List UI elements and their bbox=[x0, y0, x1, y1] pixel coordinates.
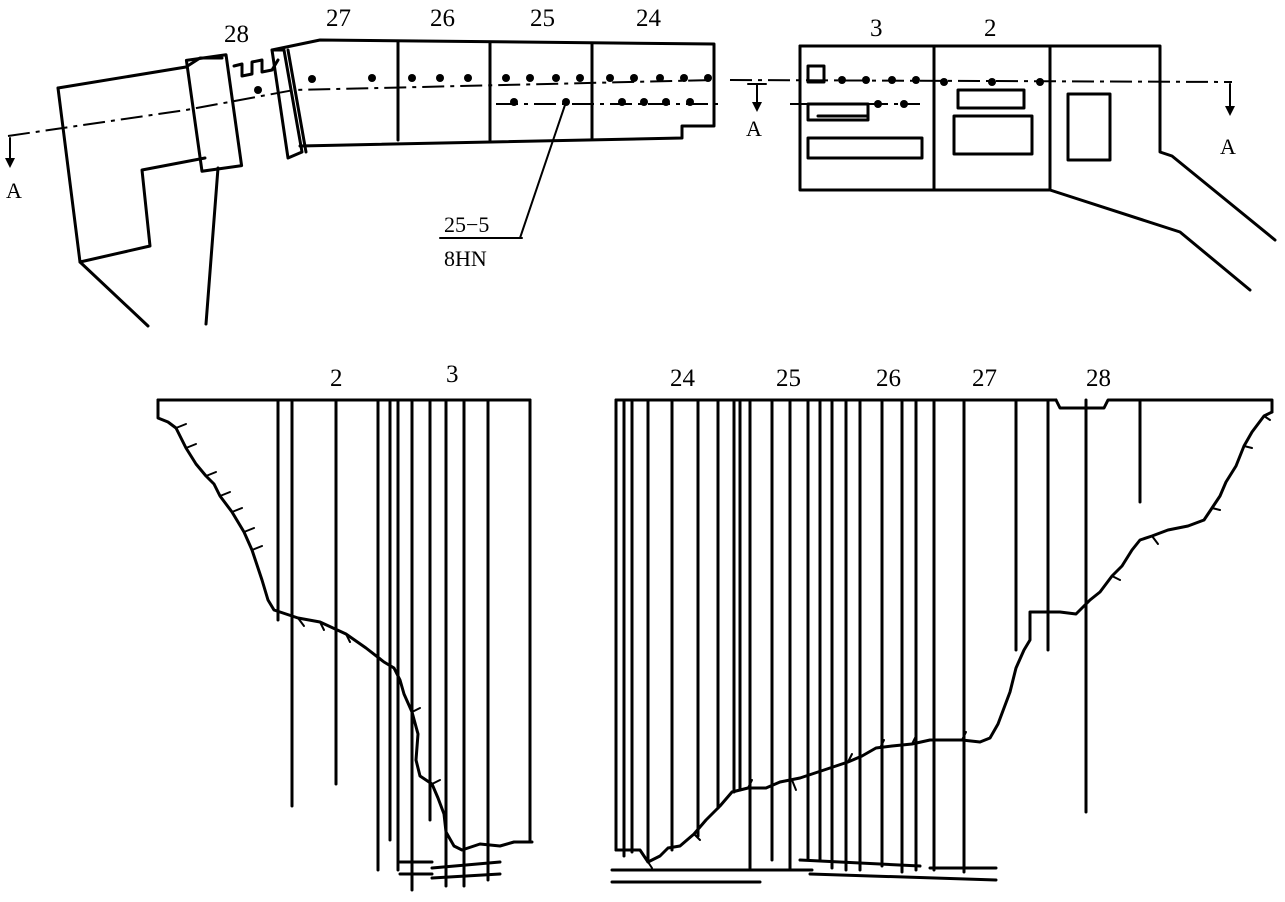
profile-label-3: 3 bbox=[446, 361, 459, 388]
plan-label-24: 24 bbox=[636, 5, 662, 32]
callout-denominator: 8HN bbox=[444, 246, 487, 271]
profile-right: 24 25 26 27 28 bbox=[610, 365, 1274, 884]
profile-label-24: 24 bbox=[670, 365, 696, 392]
profile-label-25: 25 bbox=[776, 365, 801, 392]
section-mark-a-right: A bbox=[1220, 134, 1236, 159]
plan-label-27: 27 bbox=[326, 5, 351, 32]
plan-label-26: 26 bbox=[430, 5, 455, 32]
profile-label-27: 27 bbox=[972, 365, 997, 392]
plan-right-outline bbox=[798, 44, 1277, 292]
plan-label-3: 3 bbox=[870, 15, 883, 42]
section-mark-a-left: A bbox=[6, 178, 22, 203]
section-mark-a-middle: A bbox=[746, 116, 762, 141]
plan-label-25: 25 bbox=[530, 5, 555, 32]
callout-leader bbox=[519, 101, 567, 239]
plan-borehole-points bbox=[254, 74, 1044, 108]
callout-numerator: 25−5 bbox=[444, 212, 489, 237]
plan-left-outline bbox=[56, 38, 716, 328]
profile-label-2: 2 bbox=[330, 365, 343, 392]
profile-left: 2 3 bbox=[156, 361, 534, 892]
section-line-a-a bbox=[5, 79, 1235, 168]
plan-label-28: 28 bbox=[224, 21, 249, 48]
profile-label-26: 26 bbox=[876, 365, 901, 392]
plan-view: 28 27 26 25 24 3 2 25−5 8HN A A A bbox=[5, 5, 1277, 328]
profile-view: 2 3 bbox=[156, 361, 1274, 892]
profile-label-28: 28 bbox=[1086, 365, 1111, 392]
plan-labels: 28 27 26 25 24 3 2 25−5 8HN A A A bbox=[6, 5, 1236, 271]
plan-label-2: 2 bbox=[984, 15, 997, 42]
